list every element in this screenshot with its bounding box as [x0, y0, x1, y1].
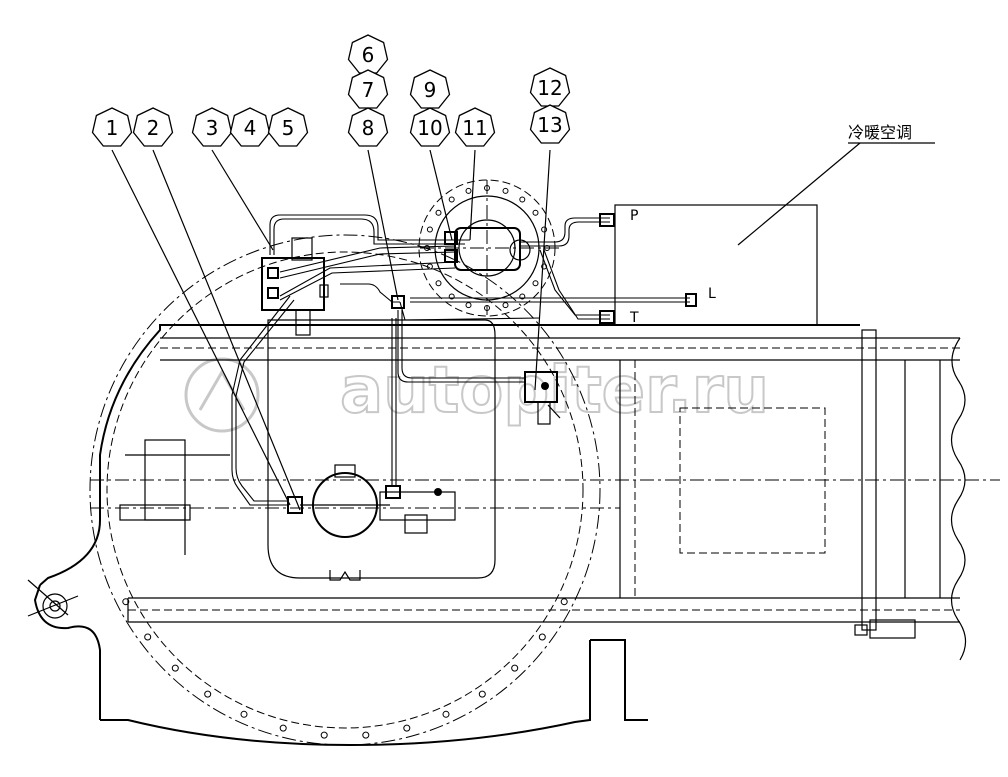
- bolt-hole: [204, 690, 212, 698]
- bolt-hole: [465, 187, 472, 194]
- callout-number: 13: [537, 113, 562, 137]
- bolt-hole: [532, 209, 539, 216]
- bolt-hole: [465, 302, 472, 309]
- callout-number: 10: [417, 116, 442, 140]
- bolt-hole: [320, 731, 328, 739]
- component-label: 冷暖空调: [848, 123, 912, 142]
- bolt-hole: [442, 710, 450, 718]
- slewing-ring: [89, 234, 601, 746]
- leader-lines: [111, 149, 551, 511]
- bolt-hole: [532, 280, 539, 287]
- port-label-l: L: [708, 286, 716, 302]
- callout-number: 5: [282, 116, 295, 140]
- callout-balloon-shape: [132, 107, 174, 147]
- callout-balloon-shape: [191, 107, 233, 147]
- bolt-hole: [403, 724, 411, 732]
- callout-balloon-shape: [409, 107, 451, 147]
- bolt-hole: [502, 187, 509, 194]
- callout-11: 11: [454, 107, 496, 147]
- callout-12: 12: [529, 67, 571, 107]
- bolt-hole: [538, 633, 546, 641]
- callout-number: 4: [244, 116, 257, 140]
- tank-outline: [119, 319, 496, 581]
- bolt-hole: [519, 293, 526, 300]
- callout-balloon-shape: [267, 107, 309, 147]
- bolt-hole: [240, 710, 248, 718]
- callout-6: 6: [347, 34, 389, 74]
- watermark: autopiter.ru: [184, 353, 770, 433]
- bolt-hole: [362, 731, 370, 739]
- callout-2: 2: [132, 107, 174, 147]
- callout-13: 13: [529, 104, 571, 144]
- callout-balloon-shape: [229, 107, 271, 147]
- callout-5: 5: [267, 107, 309, 147]
- callout-number: 1: [106, 116, 119, 140]
- callout-number: 3: [206, 116, 219, 140]
- callout-4: 4: [229, 107, 271, 147]
- bolt-hole: [424, 245, 430, 251]
- port-label-t: T: [629, 310, 639, 326]
- watermark-text: autopiter.ru: [340, 354, 769, 428]
- control-valve-block: [261, 237, 329, 336]
- hose-lines: [231, 213, 697, 506]
- bolt-hole: [541, 226, 548, 233]
- callout-number: 11: [462, 116, 487, 140]
- filter-assembly: [287, 464, 456, 538]
- callout-10: 10: [409, 107, 451, 147]
- bolt-hole: [519, 196, 526, 203]
- bolt-hole: [435, 209, 442, 216]
- callout-balloon-shape: [454, 107, 496, 147]
- bolt-hole: [448, 196, 455, 203]
- callout-number: 7: [362, 78, 375, 102]
- bolt-hole: [122, 598, 130, 606]
- callout-1: 1: [91, 107, 133, 147]
- port-label-p: P: [630, 208, 638, 224]
- callout-7: 7: [347, 69, 389, 109]
- bolt-hole: [560, 598, 568, 606]
- bolt-hole: [484, 185, 490, 191]
- bolt-hole: [279, 724, 287, 732]
- callout-8: 8: [347, 107, 389, 147]
- bolt-hole: [511, 664, 519, 672]
- rotary-joint: [418, 179, 560, 317]
- bolt-hole: [426, 226, 433, 233]
- callout-9: 9: [409, 69, 451, 109]
- bolt-hole: [502, 302, 509, 309]
- callout-balloon-shape: [347, 107, 389, 147]
- ac-unit-label: 冷暖空调: [737, 123, 935, 246]
- callout-number: 12: [537, 76, 562, 100]
- bolt-hole: [484, 305, 490, 311]
- callout-balloon-shape: [529, 104, 571, 144]
- bolt-hole: [448, 293, 455, 300]
- callout-number: 8: [362, 116, 375, 140]
- bolt-hole: [171, 664, 179, 672]
- callout-3: 3: [191, 107, 233, 147]
- bolt-hole: [144, 633, 152, 641]
- callout-number: 2: [147, 116, 160, 140]
- callout-balloon-shape: [91, 107, 133, 147]
- callout-number: 9: [424, 78, 437, 102]
- bolt-hole: [435, 280, 442, 287]
- callout-number: 6: [362, 43, 375, 67]
- bolt-hole: [478, 690, 486, 698]
- small-valve: [524, 371, 561, 425]
- slewing-ring-bolts: [122, 598, 568, 739]
- frame-outline: [27, 324, 1000, 747]
- ac-unit: P L T: [614, 204, 818, 326]
